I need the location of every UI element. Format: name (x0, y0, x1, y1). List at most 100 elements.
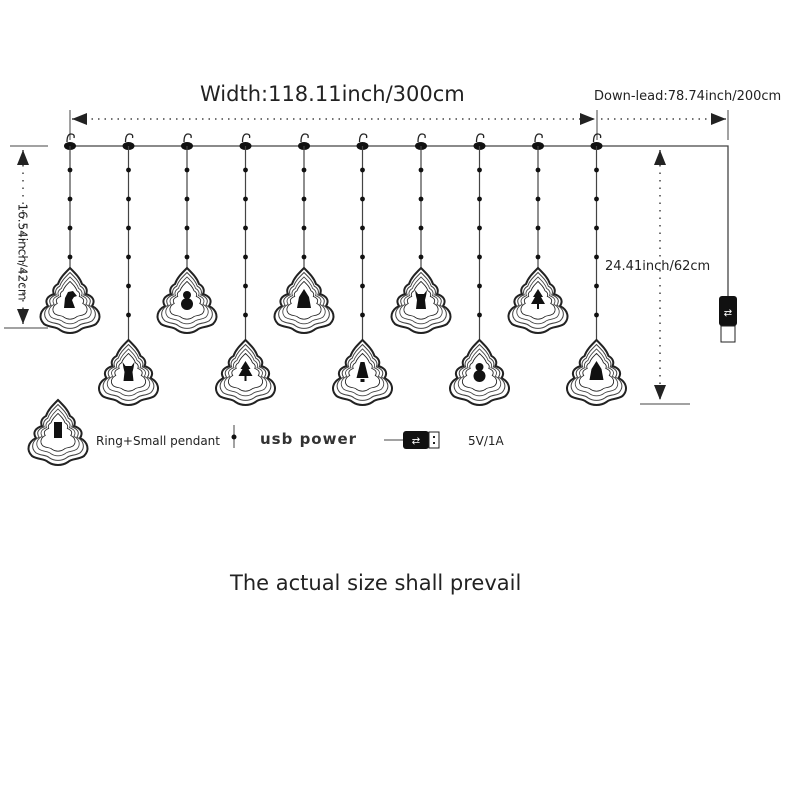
bead-icon (418, 167, 424, 173)
bead-icon (243, 225, 248, 231)
bead-icon (243, 196, 248, 202)
bead-icon (126, 312, 131, 318)
bead-icon (301, 225, 307, 231)
legend-usb-icon: ⇄ (384, 431, 440, 449)
bead-icon (477, 283, 482, 289)
bead-icon (418, 254, 424, 260)
main-wire (70, 145, 729, 296)
bead-icon (243, 167, 248, 173)
hook-icon (183, 133, 192, 143)
bead-icon (301, 254, 307, 260)
bead-icon (301, 196, 307, 202)
strand-7 (390, 133, 452, 334)
bead-icon (360, 254, 365, 260)
bead-icon (535, 225, 541, 231)
bead-icon (126, 167, 131, 173)
pendant (215, 339, 276, 406)
bead-icon (594, 167, 599, 173)
bead-icon (594, 225, 599, 231)
bead-icon (301, 167, 307, 173)
bead-icon (418, 196, 424, 202)
long-drop-label: 24.41inch/62cm (605, 259, 711, 274)
size-note: The actual size shall prevail (230, 571, 522, 595)
hook-icon (300, 133, 309, 143)
tree-icon (531, 289, 545, 309)
strand-3 (156, 133, 218, 334)
bead-icon (477, 312, 482, 318)
santa-icon (297, 289, 311, 308)
bead-icon (67, 225, 73, 231)
bead-icon (184, 225, 190, 231)
pendant (566, 339, 627, 406)
short-drop-label: 16.54inch/42cm (15, 203, 30, 301)
strand-8 (449, 133, 510, 406)
bead-icon (67, 254, 73, 260)
bead-icon (594, 283, 599, 289)
bead-icon (67, 167, 73, 173)
bead-icon (360, 283, 365, 289)
hook-icon (475, 133, 485, 143)
pendant (39, 267, 101, 334)
bead-icon (535, 254, 541, 260)
legend-ring-label: Ring+Small pendant (96, 434, 220, 448)
pendant (390, 267, 452, 334)
bead-icon (594, 254, 599, 260)
svg-text:⇄: ⇄ (412, 436, 420, 447)
pendant (507, 267, 569, 334)
bell-icon (356, 362, 369, 382)
tree-icon (238, 361, 253, 381)
hook-icon (66, 133, 75, 143)
legend-usb-label: usb power (260, 430, 358, 448)
strand-10 (566, 133, 627, 406)
bead-icon (243, 254, 248, 260)
bead-icon (360, 312, 365, 318)
pendant (332, 339, 393, 406)
strand-9 (507, 133, 569, 334)
bead-icon (477, 254, 482, 260)
horse-icon (64, 291, 77, 308)
reindeer-icon (415, 290, 427, 309)
hook-icon (417, 133, 426, 143)
bead-icon (360, 196, 365, 202)
bead-icon (594, 196, 599, 202)
hook-icon (358, 133, 368, 143)
legend-pendant (27, 399, 89, 466)
bead-icon (184, 167, 190, 173)
bead-icon (67, 196, 73, 202)
down-lead-label: Down-lead:78.74inch/200cm (594, 89, 782, 104)
hook-icon (592, 133, 602, 143)
bead-icon (594, 312, 599, 318)
strand-5 (273, 133, 335, 334)
pendant (156, 267, 218, 334)
usb-plug-icon: ⇄ (719, 296, 737, 343)
bead-icon (477, 167, 482, 173)
pendant (449, 339, 510, 406)
strand-6 (332, 133, 393, 406)
svg-text:⇄: ⇄ (724, 308, 732, 319)
bead-icon (477, 196, 482, 202)
bead-icon (184, 254, 190, 260)
width-label: Width:118.11inch/300cm (200, 82, 465, 106)
santa-icon (589, 361, 604, 380)
bead-icon (477, 225, 482, 231)
snowman-icon (181, 291, 193, 310)
bead-icon (126, 225, 131, 231)
bead-icon (535, 196, 541, 202)
bead-icon (126, 283, 131, 289)
bead-icon (535, 167, 541, 173)
snowman-icon (473, 363, 486, 382)
bead-icon (126, 254, 131, 260)
bead-icon (418, 225, 424, 231)
bead-icon (360, 167, 365, 173)
strand-1 (39, 133, 101, 334)
strand-4 (215, 133, 276, 406)
strand-2 (98, 133, 159, 406)
bead-icon (126, 196, 131, 202)
hook-icon (124, 133, 134, 143)
bead-icon (184, 196, 190, 202)
legend-bead-icon (231, 425, 237, 448)
hook-icon (241, 133, 251, 143)
pendant (98, 339, 159, 406)
reindeer-icon (122, 362, 135, 381)
